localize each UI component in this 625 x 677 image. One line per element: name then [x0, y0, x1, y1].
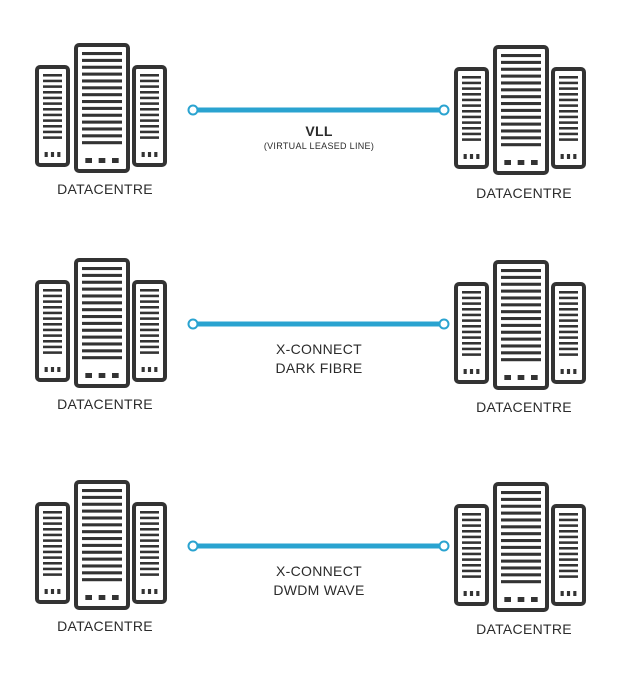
vll-title: VLL: [305, 123, 333, 139]
dwdm-wave-link-line: [187, 540, 450, 552]
server-rack-icon: [454, 260, 586, 390]
datacentre-label-left-1: DATACENTRE: [57, 181, 153, 197]
dark-fibre-line1: X-CONNECT: [276, 341, 362, 357]
dwdm-wave-line1: X-CONNECT: [276, 563, 362, 579]
datacentre-label-right-1: DATACENTRE: [476, 185, 572, 201]
datacentre-label-right-3: DATACENTRE: [476, 621, 572, 637]
datacentre-label-left-2: DATACENTRE: [57, 396, 153, 412]
datacentre-label-right-2: DATACENTRE: [476, 399, 572, 415]
vll-subtitle: (VIRTUAL LEASED LINE): [263, 141, 375, 151]
dark-fibre-link-line: [187, 318, 450, 330]
server-rack-icon: [35, 480, 167, 610]
dark-fibre-line2: DARK FIBRE: [275, 360, 363, 376]
dwdm-wave-line2: DWDM WAVE: [273, 582, 365, 598]
server-rack-icon: [454, 482, 586, 612]
server-rack-icon: [35, 258, 167, 388]
server-rack-icon: [35, 43, 167, 173]
vll-link-line: [187, 104, 450, 116]
server-rack-icon: [454, 45, 586, 175]
datacentre-label-left-3: DATACENTRE: [57, 618, 153, 634]
